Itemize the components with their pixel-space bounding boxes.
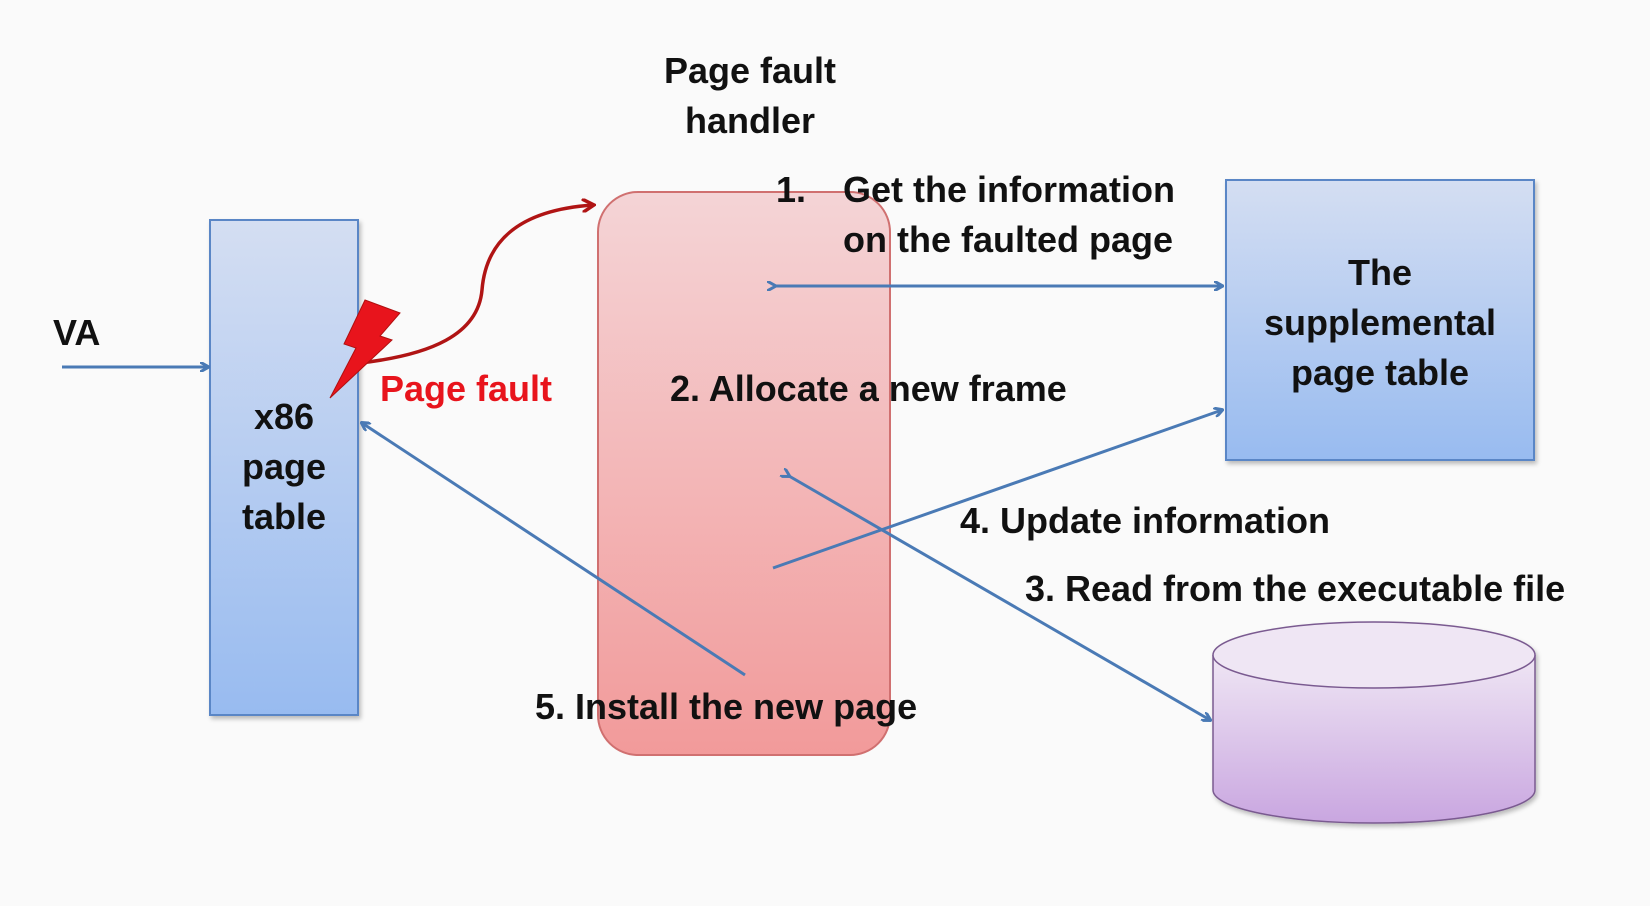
x86-label-line1: x86	[253, 396, 315, 437]
va-label: VA	[53, 312, 101, 353]
fault-curve-arrow	[359, 205, 593, 365]
supplemental-label-line1: The	[1347, 252, 1412, 293]
handler-title-line1: Page fault	[663, 50, 837, 91]
x86-label-line2: page	[241, 446, 327, 487]
step1-number: 1.	[776, 169, 807, 210]
handler-title: Page fault handler	[610, 46, 890, 146]
step3-arrow	[789, 476, 1210, 720]
supplemental-label-line3: page table	[1290, 352, 1470, 393]
step2-label: 2. Allocate a new frame	[670, 368, 1067, 409]
step1-line1: Get the information	[843, 169, 1175, 210]
supplemental-label-line2: supplemental	[1263, 302, 1497, 343]
x86-page-table-label: x86 page table	[210, 392, 358, 542]
page-fault-label: Page fault	[380, 368, 553, 409]
step3-label: 3. Read from the executable file	[1025, 568, 1566, 609]
x86-page-table-box	[209, 219, 359, 716]
executable-file-disk	[1212, 621, 1536, 824]
lightning-bolt-icon	[329, 299, 401, 399]
step5-label: 5. Install the new page	[535, 686, 918, 727]
step1-label: Get the information on the faulted page	[843, 165, 1175, 265]
step4-label: 4. Update information	[960, 500, 1331, 541]
page-fault-handler-box	[597, 191, 891, 756]
step1-line2: on the faulted page	[843, 219, 1174, 260]
handler-title-line2: handler	[684, 100, 816, 141]
supplemental-page-table-label: The supplemental page table	[1226, 248, 1534, 398]
step5-arrow	[362, 423, 746, 677]
x86-label-line3: table	[241, 496, 327, 537]
supplemental-page-table-box	[1225, 179, 1535, 461]
